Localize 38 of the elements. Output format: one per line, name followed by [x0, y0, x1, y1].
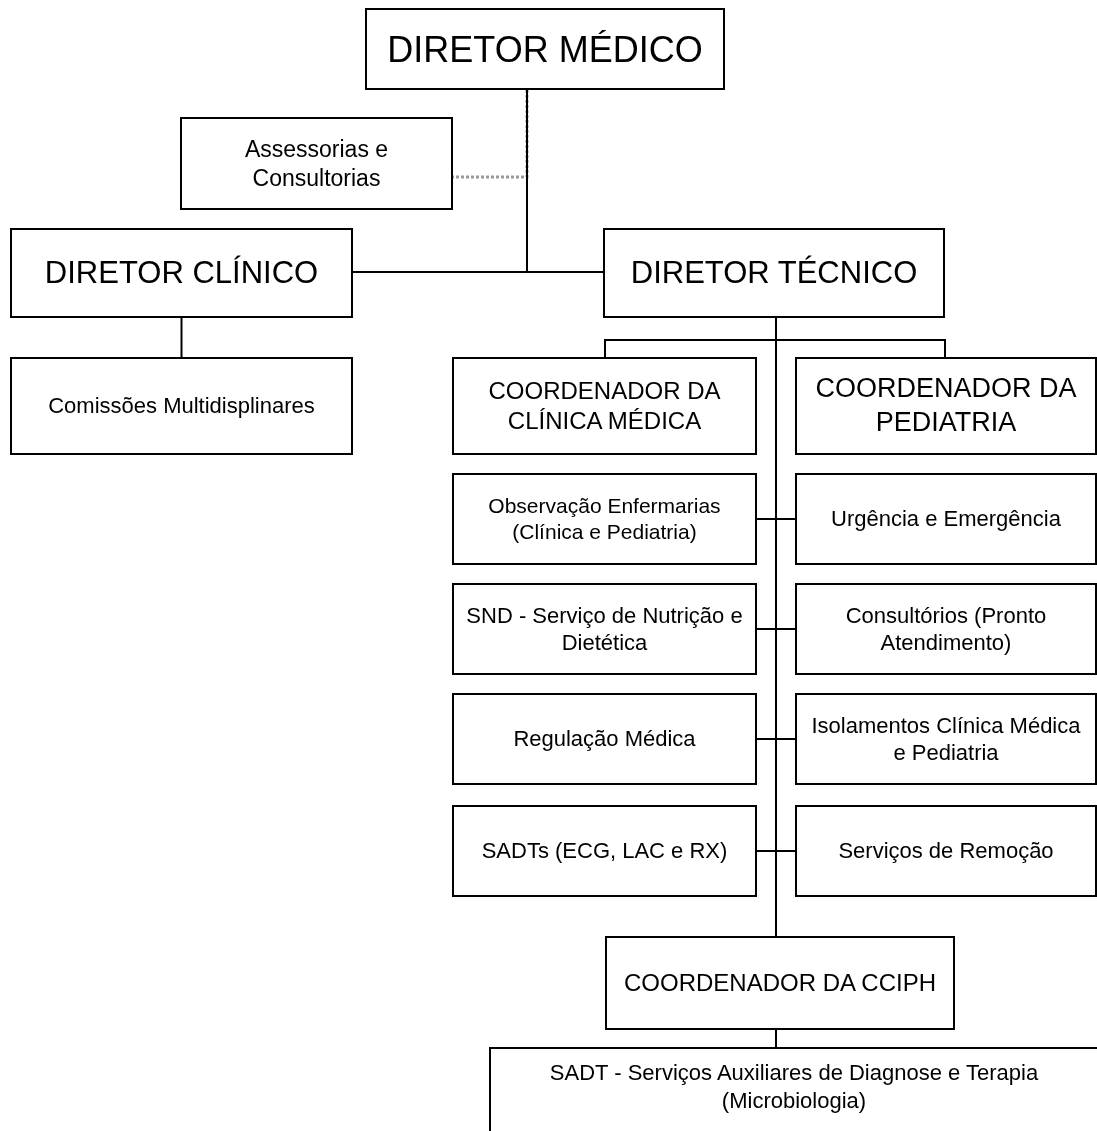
org-box — [795, 357, 1097, 455]
box-label: DIRETOR CLÍNICO — [44, 253, 319, 292]
org-box — [605, 936, 955, 1030]
box-label: Serviços de Remoção — [838, 837, 1054, 865]
org-box — [795, 473, 1097, 565]
org-box — [452, 805, 757, 897]
dashed-connector — [453, 90, 529, 179]
box-label: Assessorias e Consultorias — [243, 134, 390, 193]
org-box — [489, 1047, 1097, 1131]
box-label: SND - Serviço de Nutrição e Dietética — [465, 601, 744, 657]
org-box — [10, 357, 353, 455]
org-box — [795, 805, 1097, 897]
connector-line — [775, 1029, 777, 1048]
box-label: Regulação Médica — [513, 725, 696, 753]
box-label: DIRETOR TÉCNICO — [630, 253, 918, 292]
box-label: Observação Enfermarias (Clínica e Pediatria) — [487, 492, 722, 545]
org-box — [452, 693, 757, 785]
org-box — [795, 583, 1097, 675]
box-label: COORDENADOR DA CCIPH — [623, 968, 936, 998]
org-box — [10, 228, 353, 318]
org-box — [180, 117, 453, 210]
org-box — [452, 357, 757, 455]
connector-line — [526, 89, 604, 273]
box-label: COORDENADOR DA PEDIATRIA — [814, 372, 1078, 439]
box-label: SADTs (ECG, LAC e RX) — [481, 837, 728, 865]
connector-line — [180, 317, 183, 358]
box-label: COORDENADOR DA CLÍNICA MÉDICA — [487, 376, 722, 436]
box-label: Isolamentos Clínica Médica e Pediatria — [810, 711, 1082, 767]
box-label: Urgência e Emergência — [831, 505, 1061, 533]
box-label: SADT - Serviços Auxiliares de Diagnose e Terapia (Microbiologia) — [548, 1059, 1040, 1114]
org-box — [452, 473, 757, 565]
box-label: DIRETOR MÉDICO — [387, 27, 703, 72]
org-box — [452, 583, 757, 675]
box-label: Consultórios (Pronto Atendimento) — [844, 601, 1048, 657]
org-box — [795, 693, 1097, 785]
box-label: Comissões Multidisplinares — [48, 392, 315, 420]
org-box — [603, 228, 945, 318]
org-box — [365, 8, 725, 90]
